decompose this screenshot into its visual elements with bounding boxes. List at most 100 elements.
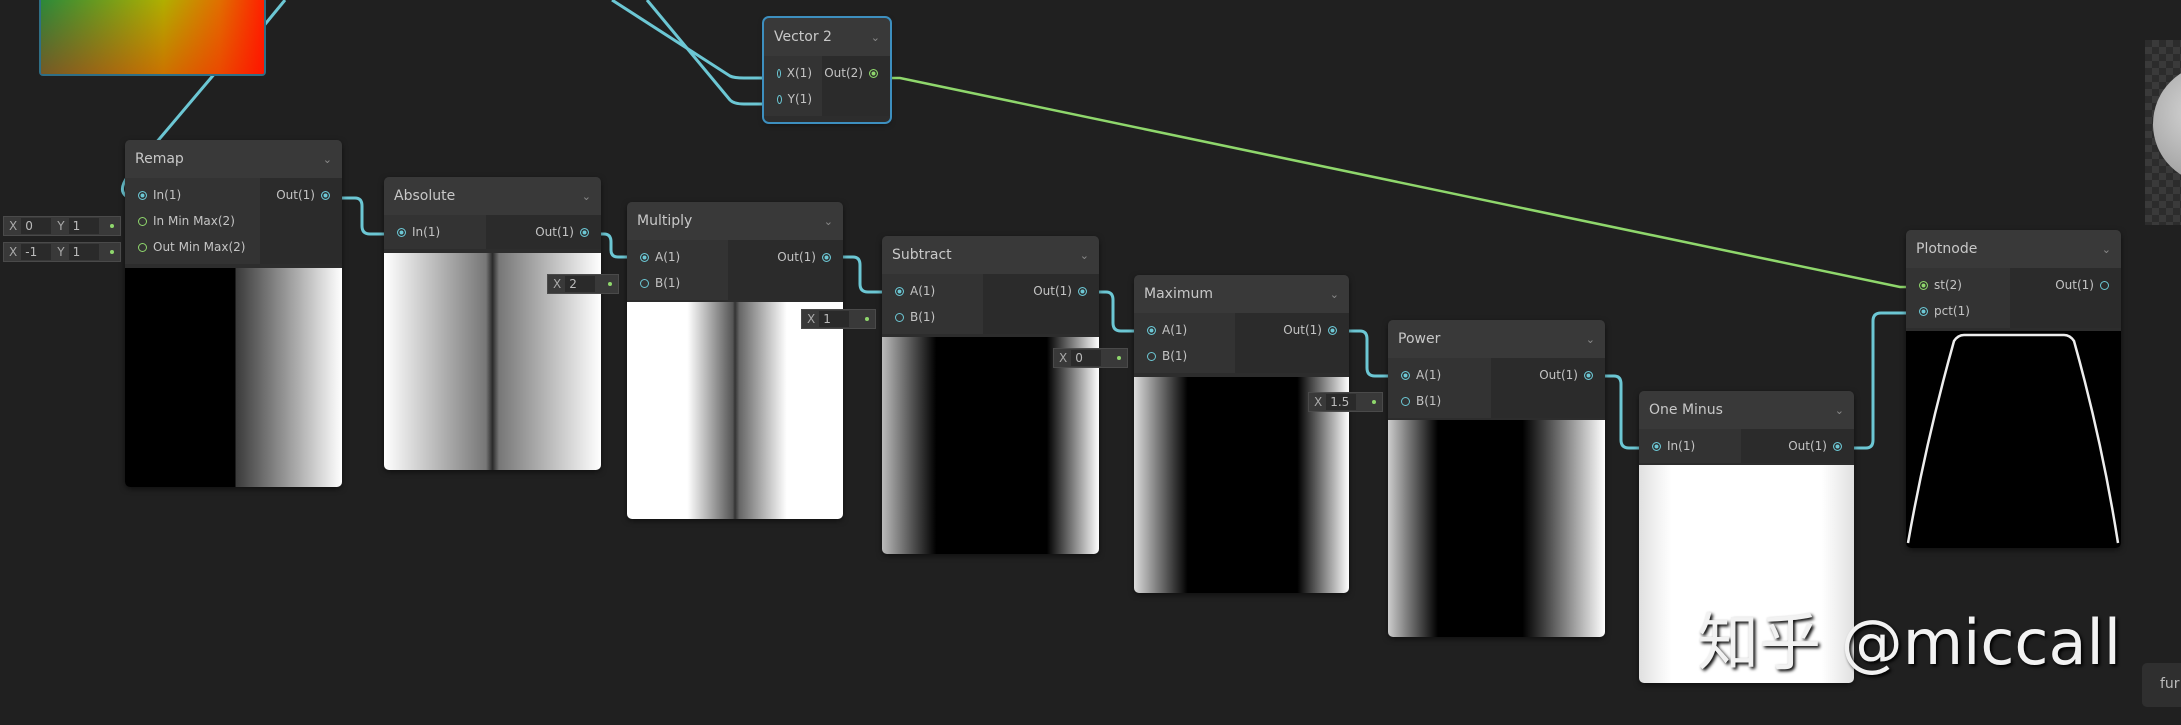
chevron-down-icon[interactable]: ⌄ — [1079, 248, 1089, 262]
value-input[interactable]: 1 — [68, 244, 99, 260]
input-port-in-1[interactable]: In(1) — [384, 219, 486, 245]
chevron-down-icon[interactable]: ⌄ — [1329, 287, 1339, 301]
port-socket-icon[interactable] — [777, 68, 781, 78]
value-input[interactable]: 1.5 — [1326, 394, 1357, 410]
node-header[interactable]: Remap⌄ — [125, 140, 342, 178]
port-socket-icon[interactable] — [397, 227, 406, 237]
value-input[interactable]: 1 — [68, 218, 99, 234]
value-input[interactable]: 0 — [1071, 350, 1102, 366]
node-one-minus[interactable]: One Minus⌄ In(1)Out(1) — [1639, 391, 1854, 683]
port-socket-icon[interactable] — [895, 286, 904, 296]
port-socket-icon[interactable] — [580, 227, 589, 237]
chevron-down-icon[interactable]: ⌄ — [322, 152, 332, 166]
value-input[interactable]: 1 — [819, 311, 850, 327]
node-title: Vector 2 — [774, 29, 832, 45]
port-socket-icon[interactable] — [640, 278, 649, 288]
input-port-a-1[interactable]: A(1) — [1388, 362, 1491, 388]
node-ports: A(1)B(1)Out(1) — [882, 274, 1099, 334]
input-port-a-1[interactable]: A(1) — [882, 278, 983, 304]
port-socket-icon[interactable] — [895, 312, 904, 322]
node-header[interactable]: Absolute⌄ — [384, 177, 601, 215]
value-input[interactable]: 0 — [21, 218, 52, 234]
plot-curve — [1906, 333, 2120, 544]
output-port-out-1[interactable]: Out(1) — [1491, 362, 1605, 388]
port-socket-icon[interactable] — [822, 252, 831, 262]
node-header[interactable]: Vector 2 ⌄ — [764, 18, 890, 56]
port-socket-icon[interactable] — [1833, 441, 1842, 451]
port-socket-icon[interactable] — [321, 190, 330, 200]
chevron-down-icon[interactable]: ⌄ — [823, 214, 833, 228]
chevron-down-icon[interactable]: ⌄ — [1834, 403, 1844, 417]
port-socket-icon[interactable] — [1919, 306, 1928, 316]
node-subtract[interactable]: Subtract⌄A(1)B(1)Out(1) — [882, 236, 1099, 554]
output-port-out-1[interactable]: Out(1) — [486, 219, 601, 245]
node-vector-2[interactable]: Vector 2 ⌄ X(1)Y(1)Out(2) — [762, 16, 892, 124]
port-socket-icon[interactable] — [138, 216, 147, 226]
port-socket-icon[interactable] — [1919, 280, 1928, 290]
gradient-preview-node[interactable] — [39, 0, 266, 76]
chevron-down-icon[interactable]: ⌄ — [1585, 332, 1595, 346]
input-port-out-min-max-2[interactable]: Out Min Max(2) — [125, 234, 260, 260]
input-port-in-min-max-2[interactable]: In Min Max(2) — [125, 208, 260, 234]
main-preview-panel[interactable] — [2145, 40, 2181, 225]
output-port-out-2[interactable]: Out(2) — [822, 60, 890, 86]
side-tab[interactable]: fur — [2142, 663, 2181, 707]
output-port-out-1[interactable]: Out(1) — [728, 244, 843, 270]
input-port-st-2[interactable]: st(2) — [1906, 272, 2010, 298]
port-socket-icon[interactable] — [777, 94, 782, 104]
input-port-a-1[interactable]: A(1) — [627, 244, 728, 270]
port-socket-icon[interactable] — [869, 68, 878, 78]
output-port-out-1[interactable]: Out(1) — [2010, 272, 2121, 298]
port-socket-icon[interactable] — [1147, 325, 1156, 335]
output-port-out-1[interactable]: Out(1) — [983, 278, 1099, 304]
port-socket-icon[interactable] — [1401, 370, 1410, 380]
input-port-b-1[interactable]: B(1) — [882, 304, 983, 330]
output-port-out-1[interactable]: Out(1) — [1741, 433, 1854, 459]
node-power[interactable]: Power⌄ A(1)B(1)Out(1) — [1388, 320, 1605, 637]
input-port-b-1[interactable]: B(1) — [1388, 388, 1491, 414]
input-port-pct-1[interactable]: pct(1) — [1906, 298, 2010, 324]
output-port-out-1[interactable]: Out(1) — [260, 182, 342, 208]
port-socket-icon[interactable] — [1584, 370, 1593, 380]
node-absolute[interactable]: Absolute⌄ In(1)Out(1) — [384, 177, 601, 470]
port-label: st(2) — [1934, 278, 1962, 292]
chevron-down-icon[interactable]: ⌄ — [2101, 242, 2111, 256]
input-port-a-1[interactable]: A(1) — [1134, 317, 1235, 343]
input-port-in-1[interactable]: In(1) — [125, 182, 260, 208]
node-remap[interactable]: Remap⌄ In(1)In Min Max(2)Out Min Max(2)Ou… — [125, 140, 342, 487]
value-input[interactable]: 2 — [565, 276, 596, 292]
port-socket-icon[interactable] — [138, 190, 147, 200]
node-header[interactable]: Maximum⌄ — [1134, 275, 1349, 313]
chevron-down-icon[interactable]: ⌄ — [581, 189, 591, 203]
node-multiply[interactable]: Multiply⌄ A(1)B(1)Out(1) — [627, 202, 843, 519]
node-header[interactable]: Power⌄ — [1388, 320, 1605, 358]
port-socket-icon[interactable] — [2100, 280, 2109, 290]
node-header[interactable]: Plotnode⌄ — [1906, 230, 2121, 268]
port-socket-icon[interactable] — [138, 242, 147, 252]
port-socket-icon[interactable] — [640, 252, 649, 262]
port-socket-icon[interactable] — [1328, 325, 1337, 335]
input-port-in-1[interactable]: In(1) — [1639, 433, 1741, 459]
chevron-down-icon[interactable]: ⌄ — [870, 30, 880, 44]
node-header[interactable]: Multiply⌄ — [627, 202, 843, 240]
value-input[interactable]: -1 — [21, 244, 52, 260]
port-socket-icon[interactable] — [1401, 396, 1410, 406]
input-port-b-1[interactable]: B(1) — [1134, 343, 1235, 369]
port-socket-icon[interactable] — [1147, 351, 1156, 361]
node-maximum[interactable]: Maximum⌄ A(1)B(1)Out(1) — [1134, 275, 1349, 593]
node-plotnode[interactable]: Plotnode⌄ st(2) pct(1)Out(1) — [1906, 230, 2121, 548]
input-port-y-1[interactable]: Y(1) — [764, 86, 822, 112]
node-header[interactable]: Subtract⌄ — [882, 236, 1099, 274]
input-port-b-1[interactable]: B(1) — [627, 270, 728, 296]
input-port-x-1[interactable]: X(1) — [764, 60, 822, 86]
port-socket-icon[interactable] — [1652, 441, 1661, 451]
node-header[interactable]: One Minus⌄ — [1639, 391, 1854, 429]
port-socket-icon[interactable] — [1078, 286, 1087, 296]
output-port-out-1[interactable]: Out(1) — [1235, 317, 1349, 343]
